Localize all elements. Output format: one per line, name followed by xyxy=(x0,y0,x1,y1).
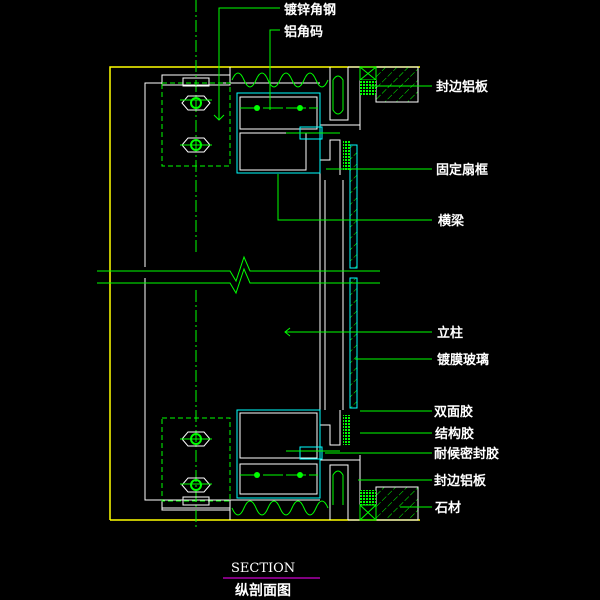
bolt-icon xyxy=(180,431,212,447)
label-transom: 横梁 xyxy=(438,213,465,229)
bolt-icon xyxy=(180,477,212,493)
drawing-title: SECTION xyxy=(231,561,295,576)
label-fixed-sash-frame: 固定扇框 xyxy=(436,162,488,178)
label-galvanized-angle: 镀锌角钢 xyxy=(284,2,336,18)
transom-top xyxy=(236,92,340,174)
insulation xyxy=(231,72,344,516)
transom-bottom xyxy=(236,409,340,499)
bolt-icon xyxy=(180,137,212,153)
bolt-group xyxy=(180,77,212,506)
structure-outline xyxy=(144,66,361,521)
label-stone: 石材 xyxy=(434,500,461,516)
leader-lines xyxy=(213,7,432,508)
label-edge-aluminum-bottom: 封边铝板 xyxy=(434,473,487,489)
break-line xyxy=(97,255,380,295)
label-double-sided-tape: 双面胶 xyxy=(434,404,473,420)
label-structural-sealant: 结构胶 xyxy=(435,426,474,442)
drawing-subtitle: 纵剖面图 xyxy=(235,582,291,599)
stone-cladding xyxy=(359,66,419,521)
bolt-icon xyxy=(180,95,212,111)
wall-boundary xyxy=(109,66,420,521)
label-aluminum-corner: 铝角码 xyxy=(284,24,323,40)
glass-pane xyxy=(343,140,358,445)
label-coated-glass: 镀膜玻璃 xyxy=(437,352,489,368)
label-weather-sealant: 耐候密封胶 xyxy=(434,446,499,462)
label-mullion: 立柱 xyxy=(437,325,463,341)
label-edge-aluminum-top: 封边铝板 xyxy=(436,79,489,95)
